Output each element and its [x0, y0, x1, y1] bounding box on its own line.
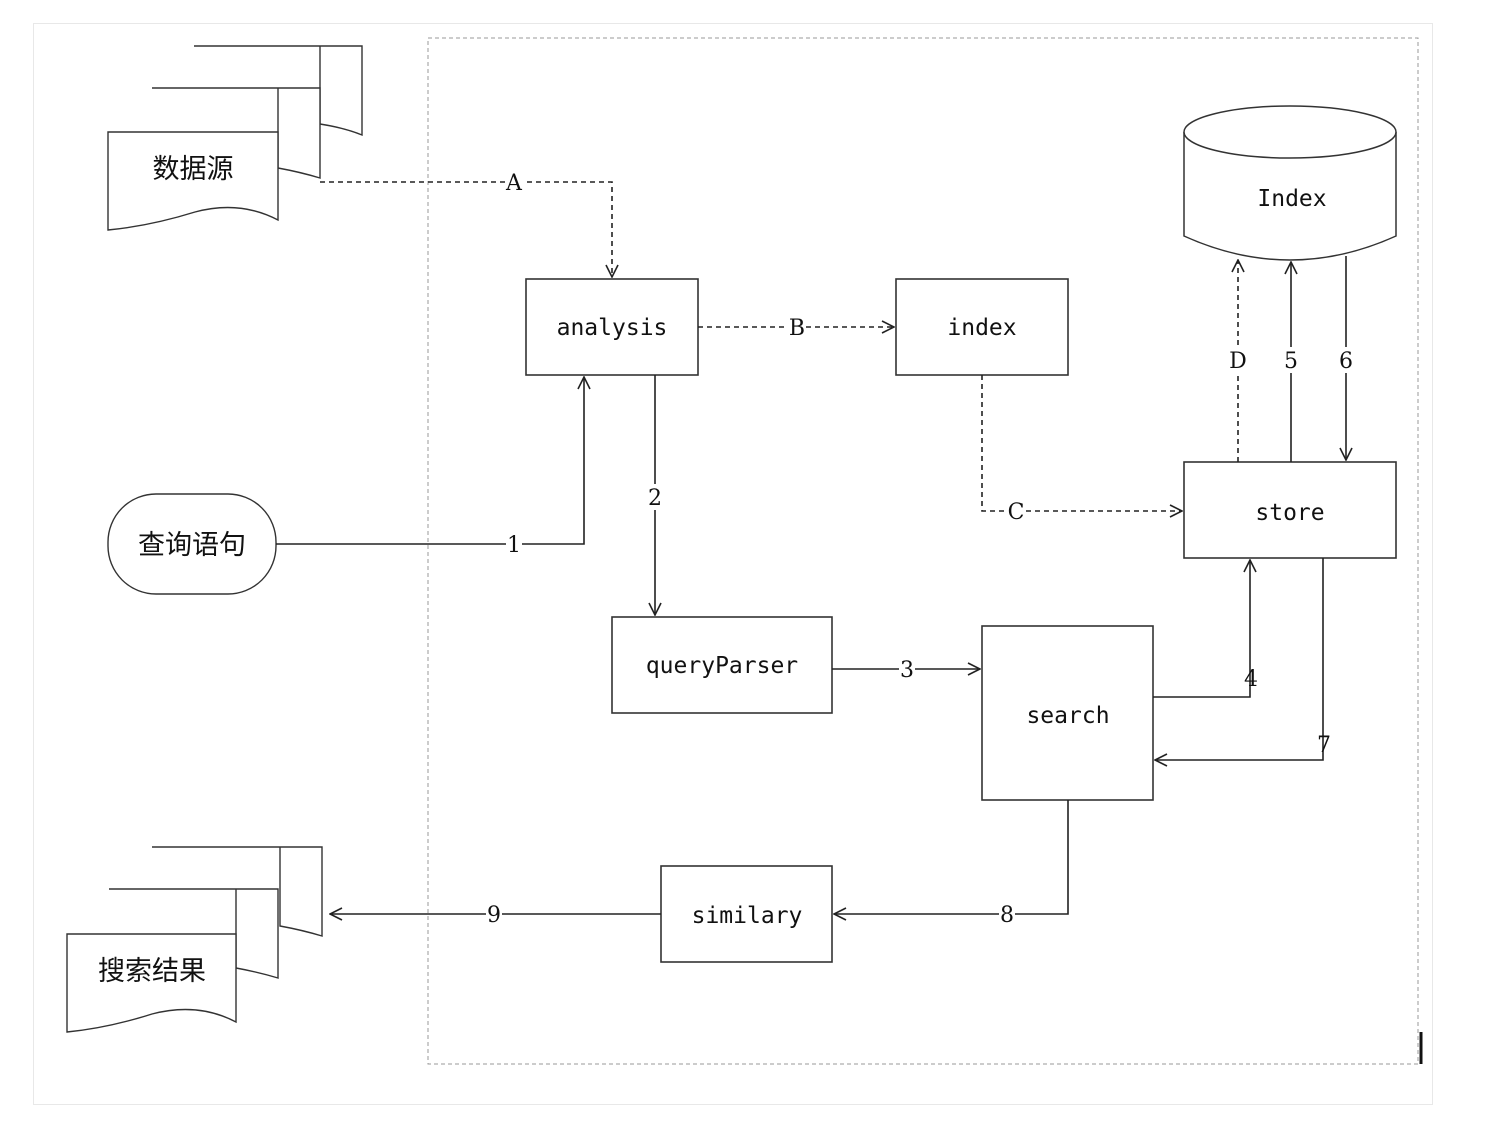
edge-4-label: 4 [1244, 667, 1258, 692]
edge-1 [276, 377, 584, 545]
similary-label: similary [692, 903, 803, 929]
edge-b-label: B [789, 316, 805, 341]
analysis-label: analysis [557, 315, 668, 341]
edge-a [320, 181, 612, 277]
query-statement-label: 查询语句 [138, 530, 246, 561]
edge-c [981, 375, 1182, 511]
edge-labels: A B C D 1 2 3 4 5 6 7 8 9 [486, 170, 1354, 928]
edge-3-label: 3 [900, 658, 914, 683]
search-results-label: 搜索结果 [98, 956, 206, 987]
edge-9-label: 9 [487, 903, 501, 928]
query-statement-node: 查询语句 [107, 493, 277, 595]
data-source-documents: 数据源 [107, 45, 363, 231]
edge-6-label: 6 [1339, 349, 1353, 374]
edge-8-label: 8 [1000, 903, 1014, 928]
edge-a-label: A [505, 171, 523, 196]
store-box: store [1183, 461, 1397, 559]
analysis-box: analysis [525, 278, 699, 376]
edge-d-label: D [1229, 349, 1247, 374]
edge-4 [1153, 560, 1250, 698]
store-label: store [1255, 500, 1324, 526]
search-label: search [1026, 703, 1109, 729]
edge-8 [834, 800, 1069, 914]
index-database-label: Index [1257, 186, 1326, 212]
data-source-label: 数据源 [153, 154, 234, 185]
edge-7 [1155, 558, 1324, 760]
edge-c-label: C [1008, 500, 1025, 525]
query-parser-label: queryParser [646, 653, 798, 679]
index-box: index [895, 278, 1069, 376]
edge-2-label: 2 [648, 486, 662, 511]
search-results-documents: 搜索结果 [66, 846, 323, 1033]
similary-box: similary [660, 865, 833, 963]
query-parser-box: queryParser [611, 616, 833, 714]
edge-1-label: 1 [507, 533, 521, 558]
index-database: Index [1183, 105, 1397, 261]
edge-5-label: 5 [1284, 349, 1298, 374]
search-box: search [981, 625, 1154, 801]
edge-7-label: 7 [1317, 733, 1331, 758]
index-label: index [947, 315, 1016, 341]
